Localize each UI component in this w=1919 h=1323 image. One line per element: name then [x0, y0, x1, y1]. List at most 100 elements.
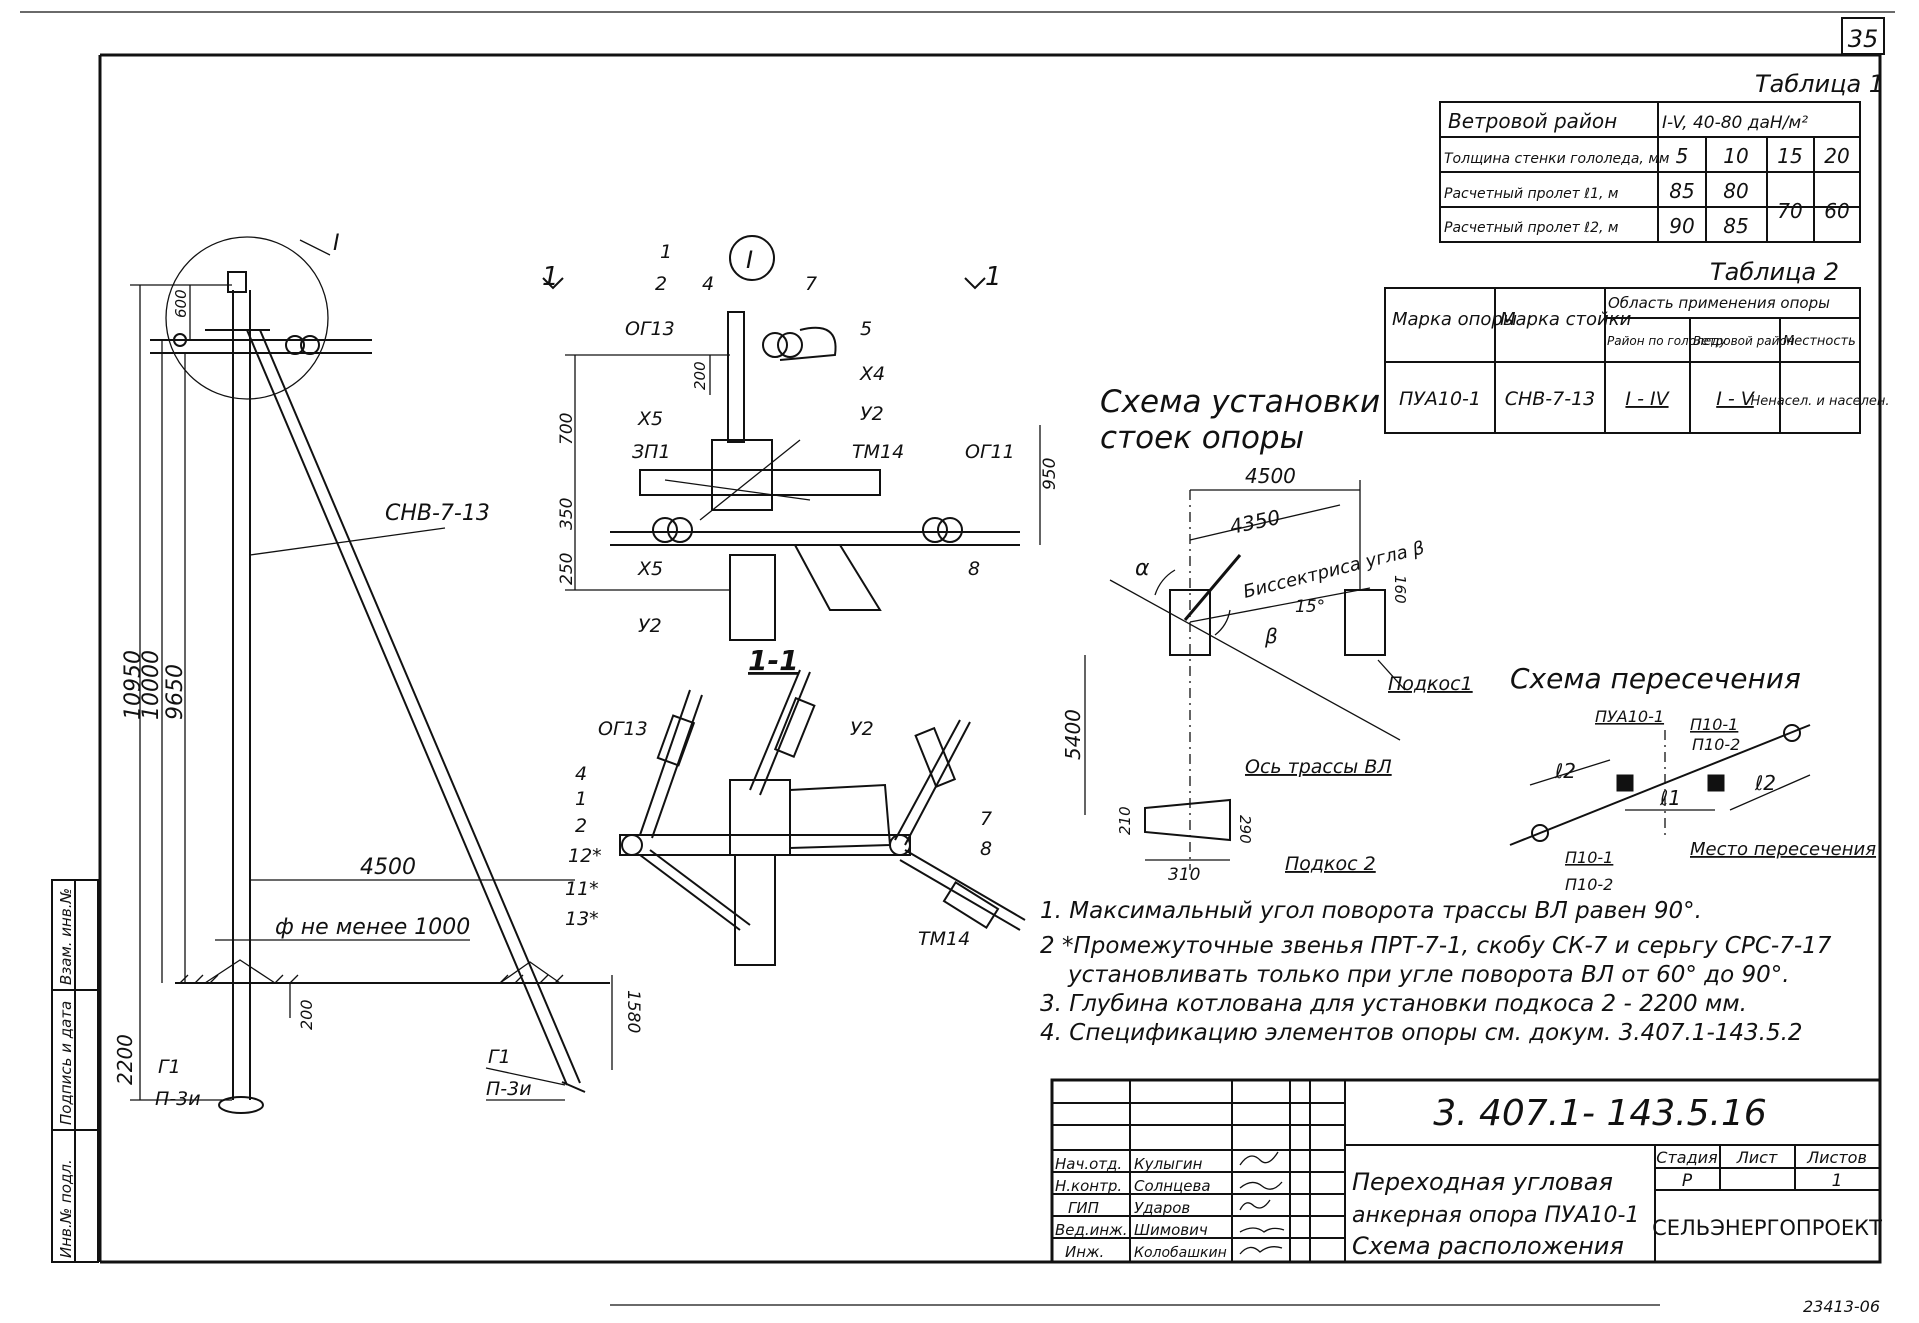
table2-h-mark-support: Марка опоры	[1392, 309, 1517, 330]
detail-label-2: 2	[655, 273, 667, 295]
tb-role-1: Н.контр.	[1055, 1177, 1122, 1195]
dim-10000: 10000	[139, 650, 164, 720]
left-anchor-g1: Г1	[158, 1056, 181, 1078]
tb-role-0: Нач.отд.	[1055, 1155, 1122, 1173]
table1-r2-c0: Расчетный пролет ℓ1, м	[1444, 186, 1619, 202]
install-strut2: Подкос 2	[1285, 853, 1376, 875]
detail-label-4: 4	[702, 273, 714, 295]
tb-role-3: Вед.инж.	[1055, 1221, 1128, 1239]
tb-name-4: Колобашкин	[1134, 1245, 1227, 1261]
side-stamp-inv: Инв.№ подл.	[57, 1159, 75, 1258]
install-dim-160: 160	[1391, 575, 1409, 604]
table1-r2-c4: 60	[1824, 199, 1849, 223]
detail-label-x5-bottom: Х5	[637, 558, 663, 580]
install-beta: β	[1264, 624, 1278, 648]
section-label-7: 7	[980, 808, 992, 830]
detail-label-u2-top: У2	[860, 403, 884, 425]
table2-mark-rack: СНВ-7-13	[1505, 388, 1596, 410]
table1-r1-c1: 5	[1676, 144, 1689, 168]
detail-label-8: 8	[968, 558, 980, 580]
table2-mark-support: ПУА10-1	[1399, 388, 1481, 410]
note-3: 3. Глубина котлована для установки подко…	[1040, 991, 1747, 1017]
table1-r3-c0: Расчетный пролет ℓ2, м	[1444, 220, 1619, 236]
note-2b: установливать только при угле поворота В…	[1067, 962, 1790, 988]
tb-title-2: анкерная опора ПУА10-1	[1352, 1203, 1639, 1228]
detail-dim-250: 250	[557, 553, 577, 585]
tb-role-2: ГИП	[1068, 1199, 1099, 1217]
section-label-11: 11*	[565, 878, 599, 900]
main-callout: I	[333, 231, 340, 256]
dim-1580: 1580	[623, 990, 643, 1033]
detail-dim-350: 350	[557, 498, 577, 530]
table1-r0-c0: Ветровой район	[1448, 109, 1617, 133]
tb-role-4: Инж.	[1065, 1243, 1104, 1261]
table1-r2-c2: 80	[1723, 179, 1748, 203]
table1-r0-c1: I-V, 40-80 даН/м²	[1662, 113, 1808, 133]
crossing-intersection: Место пересечения	[1690, 839, 1876, 860]
install-strut1: Подкос1	[1388, 673, 1473, 695]
detail-label-og13: ОГ13	[625, 318, 675, 340]
table1-title: Таблица 1	[1755, 70, 1884, 98]
install-angle-15: 15°	[1295, 597, 1325, 617]
detail-dim-700: 700	[557, 413, 577, 445]
detail-label-zp1: ЗП1	[632, 441, 671, 463]
table1-r2-c1: 85	[1669, 179, 1694, 203]
table1-r3-c2: 85	[1723, 214, 1748, 238]
dim-9650: 9650	[163, 664, 188, 720]
crossing-p102-bottom: П10-2	[1565, 875, 1613, 894]
tb-org: СЕЛЬЭНЕРГОПРОЕКТ	[1652, 1216, 1882, 1240]
dim-4500-main: 4500	[360, 855, 416, 880]
dim-pit-diameter: ф не менее 1000	[275, 915, 470, 940]
table2-h-locality: Местность	[1783, 334, 1856, 349]
section-view-1-1	[619, 669, 1026, 966]
table2-h-ice: Район по гололеду	[1607, 334, 1727, 348]
crossing-p101-bottom: П10-1	[1565, 848, 1613, 867]
table-1	[1439, 101, 1861, 243]
section-label-12: 12*	[568, 845, 602, 867]
dim-600: 600	[172, 289, 190, 318]
table2-locality: Ненасел. и населен.	[1750, 394, 1889, 409]
doc-number: 3. 407.1- 143.5.16	[1433, 1093, 1767, 1134]
detail-label-1: 1	[660, 241, 672, 263]
pole-mark-label: СНВ-7-13	[385, 501, 490, 526]
side-stamp-sign: Подпись и дата	[57, 1001, 75, 1125]
install-dim-290: 290	[1236, 815, 1254, 844]
table2-wind: I - V	[1716, 388, 1756, 410]
detail-label-tm14: ТМ14	[852, 441, 904, 463]
tb-name-0: Кулыгин	[1134, 1155, 1203, 1173]
right-anchor-g1: Г1	[488, 1046, 511, 1068]
crossing-scheme-view	[1509, 724, 1811, 846]
detail-dim-200: 200	[691, 361, 709, 390]
install-alpha: α	[1135, 556, 1150, 581]
install-dim-210: 210	[1116, 806, 1134, 835]
section-label-8: 8	[980, 838, 992, 860]
section-label-13: 13*	[565, 908, 599, 930]
cut-mark-right: 1	[985, 262, 1002, 292]
detail-label-7: 7	[805, 273, 817, 295]
tb-name-3: Шимович	[1134, 1221, 1208, 1239]
left-anchor-p3i: П-3и	[155, 1088, 201, 1110]
install-scheme-view	[1084, 480, 1406, 870]
side-stamp	[51, 879, 99, 1263]
crossing-l1: ℓ1	[1659, 786, 1681, 810]
install-title-1: Схема установки	[1100, 384, 1380, 420]
section-title: 1-1	[748, 644, 799, 677]
tb-title-3: Схема расположения	[1352, 1232, 1624, 1260]
tb-sheets-v: 1	[1832, 1171, 1843, 1191]
tb-name-2: Ударов	[1134, 1199, 1190, 1217]
table1-r1-c3: 15	[1777, 144, 1802, 168]
tb-stage-v: Р	[1682, 1171, 1693, 1191]
note-4: 4. Спецификацию элементов опоры см. доку…	[1040, 1020, 1803, 1046]
install-dim-4500: 4500	[1245, 464, 1296, 488]
detail-label-x5-top: Х5	[637, 408, 663, 430]
note-2a: 2 *Промежуточные звенья ПРТ-7-1, скобу С…	[1040, 933, 1832, 959]
table2-h-area: Область применения опоры	[1608, 294, 1830, 312]
table-2	[1384, 287, 1861, 434]
section-label-2: 2	[575, 815, 587, 837]
table2-h-mark-rack: Марка стойки	[1500, 309, 1632, 330]
install-dim-4350: 4350	[1228, 505, 1283, 539]
title-block	[1050, 1078, 1882, 1264]
section-label-og13: ОГ13	[598, 718, 648, 740]
section-label-tm14: ТМ14	[918, 928, 970, 950]
